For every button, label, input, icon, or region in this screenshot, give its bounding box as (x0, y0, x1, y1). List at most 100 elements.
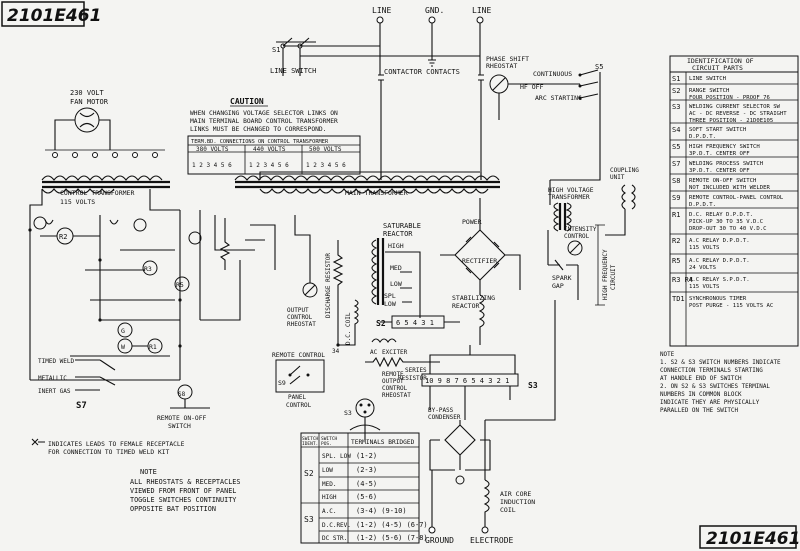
switch-table-pos: SPL. LOW (322, 453, 351, 460)
left-wiring (28, 210, 276, 381)
svg-text:SWITCH: SWITCH (168, 423, 191, 430)
svg-text:CONTINUOUS: CONTINUOUS (533, 70, 572, 78)
right-note-line: CONNECTION TERMINALS STARTING (660, 368, 763, 374)
svg-text:FAN MOTOR: FAN MOTOR (70, 98, 109, 106)
svg-text:10 9 8 7 6 5 4 3 2 1: 10 9 8 7 6 5 4 3 2 1 (425, 377, 509, 385)
svg-text:CONTROL: CONTROL (564, 233, 590, 240)
hf-switch-s5: CONTINUOUS HF OFF ARC STARTING S5 (520, 63, 603, 150)
phase-shift-rheostat: PHASE SHIFT RHEOSTAT (486, 55, 529, 120)
id-row-code: S7 (672, 160, 680, 168)
id-row-code: S5 (672, 143, 680, 151)
svg-text:POWER: POWER (462, 218, 482, 226)
svg-text:MAIN TERMINAL BOARD CONTROL TR: MAIN TERMINAL BOARD CONTROL TRANSFORMER (190, 118, 338, 125)
svg-text:S5: S5 (595, 63, 603, 71)
svg-text:G: G (121, 327, 125, 335)
right-note-line: PARALLED ON THE SWITCH (660, 408, 738, 414)
switch-table-pos: D.C.REV. (322, 522, 351, 529)
right-note-line: 2. ON S2 & S3 SWITCHES TERMINAL (660, 384, 770, 390)
right-note-line: INDICATE THEY ARE PHYSICALLY (660, 400, 760, 406)
svg-text:REMOTE CONTROL: REMOTE CONTROL (272, 352, 325, 359)
right-note-line: NUMBERS IN COMMON BLOCK (660, 392, 742, 398)
switch-table-pos: DC STR. (322, 535, 347, 542)
switch-table-terms: (5-6) (356, 493, 377, 501)
id-row-desc: D.P.D.T. (689, 134, 716, 140)
power-rectifier: POWER RECTIFIER (440, 198, 521, 295)
svg-text:ARC STARTING: ARC STARTING (535, 94, 582, 102)
id-row-desc: A.C RELAY S.P.D.T. (689, 277, 750, 283)
id-row-desc: DROP-OUT 30 TO 40 V.D.C (689, 226, 766, 232)
id-row-desc: AC - DC REVERSE - DC STRAIGHT (689, 111, 787, 117)
id-row-desc: 3P.D.T. CENTER OFF (689, 151, 750, 157)
caution-block: CAUTION WHEN CHANGING VOLTAGE SELECTOR L… (187, 97, 361, 175)
id-row-code: S2 (672, 87, 680, 95)
id-row-desc: WELDING CURRENT SELECTOR SW (689, 104, 781, 110)
svg-text:TRANSFORMER: TRANSFORMER (548, 194, 590, 201)
svg-text:R3: R3 (144, 265, 152, 273)
svg-text:R2: R2 (59, 233, 67, 241)
coupling-unit: COUPLING UNIT (605, 167, 639, 236)
legend-note: INDICATES LEADS TO FEMALE RECEPTACLE FOR… (31, 438, 185, 456)
hv-transformer: HIGH VOLTAGE TRANSFORMER (548, 150, 601, 232)
line-switch-label: LINE SWITCH (270, 67, 316, 75)
svg-text:1 2 3 4 5 6: 1 2 3 4 5 6 (249, 162, 289, 169)
svg-text:EXCITER: EXCITER (382, 349, 408, 356)
id-row-desc: FOUR POSITION - PROOF 76 (689, 95, 770, 101)
hf-circuit-label: HIGH FREQUENCY (602, 249, 609, 300)
line2-label: LINE (472, 6, 491, 15)
main-transformer: MAIN TRANSFORMER (234, 171, 500, 197)
svg-text:SATURABLE: SATURABLE (383, 222, 421, 230)
svg-text:TOGGLE SWITCHES CONTINUITY: TOGGLE SWITCHES CONTINUITY (130, 496, 236, 504)
switch-table-ident: S3 (304, 515, 314, 524)
switch-table-pos: LOW (322, 467, 333, 474)
svg-text:BY-PASS: BY-PASS (428, 407, 454, 414)
svg-text:FOR CONNECTION TO TIMED WELD K: FOR CONNECTION TO TIMED WELD KIT (48, 449, 170, 456)
svg-text:INDUCTION: INDUCTION (500, 498, 535, 506)
id-row-code: R3 R4 (672, 276, 693, 284)
id-row-desc: D.C. RELAY D.P.D.T. (689, 212, 753, 218)
svg-text:HF OFF: HF OFF (520, 83, 544, 91)
svg-text:500 VOLTS: 500 VOLTS (309, 146, 342, 153)
svg-text:UNIT: UNIT (610, 174, 625, 181)
switch-table-terms: (3-4) (9-10) (356, 507, 407, 515)
svg-text:POS.: POS. (321, 441, 332, 447)
line-switch-s1: S1 LINE SWITCH (270, 37, 480, 76)
switch-table-header: TERMINALS BRIDGED (351, 439, 415, 446)
range-switch-s2: S2 6 5 4 3 1 (376, 315, 460, 329)
id-row-desc: 115 VOLTS (689, 245, 719, 251)
svg-text:SWITCH: SWITCH (302, 436, 319, 442)
svg-text:1 2 3 4 5 6: 1 2 3 4 5 6 (192, 162, 232, 169)
id-row-code: S1 (672, 75, 680, 83)
contactor-label: CONTACTOR CONTACTS (384, 68, 460, 76)
drawing-number-top-text: 2101E461 (7, 6, 101, 26)
svg-text:WHEN CHANGING VOLTAGE SELECTOR: WHEN CHANGING VOLTAGE SELECTOR LINKS ON (190, 110, 338, 117)
svg-text:CONTROL TRANSFORMER: CONTROL TRANSFORMER (60, 189, 134, 197)
svg-text:GAP: GAP (552, 282, 564, 290)
id-row-desc: LINE SWITCH (689, 76, 726, 82)
relay-r3: R3 (142, 260, 158, 276)
right-note-title: NOTE (660, 352, 675, 358)
svg-text:MAIN TRANSFORMER: MAIN TRANSFORMER (345, 189, 408, 197)
id-row-desc: D.P.D.T. (689, 202, 716, 208)
process-switch-s7: TIMED WELD METALLIC INERT GAS S7 (38, 358, 116, 411)
svg-text:REMOTE: REMOTE (382, 371, 404, 378)
id-row-desc: 3P.D.T. CENTER OFF (689, 168, 750, 174)
contactor-contacts: CONTACTOR CONTACTS (378, 68, 484, 180)
switch-table-pos: A.C. (322, 508, 336, 515)
svg-text:NOTE: NOTE (140, 468, 157, 476)
discharge-resistor: DISCHARGE RESISTOR (325, 240, 344, 320)
id-row-code: S8 (672, 177, 680, 185)
svg-text:W: W (121, 343, 125, 351)
switch-table-pos: HIGH (322, 494, 337, 501)
remote-output-rheostat: REMOTE OUTPUT CONTROL RHEOSTAT S3 (344, 371, 411, 440)
svg-text:MED: MED (390, 264, 402, 272)
svg-text:CONTROL: CONTROL (287, 314, 313, 321)
line1-label: LINE (372, 6, 391, 15)
svg-text:TERM.BD. CONNECTIONS ON CONTRO: TERM.BD. CONNECTIONS ON CONTROL TRANSFOR… (191, 139, 329, 145)
svg-text:COIL: COIL (500, 506, 516, 514)
intensity-control: INTENSITY CONTROL (564, 226, 597, 256)
id-row-desc: NOT INCLUDED WITH WELDER (689, 185, 770, 191)
drawing-number-bottom: 2101E461 (699, 525, 800, 549)
